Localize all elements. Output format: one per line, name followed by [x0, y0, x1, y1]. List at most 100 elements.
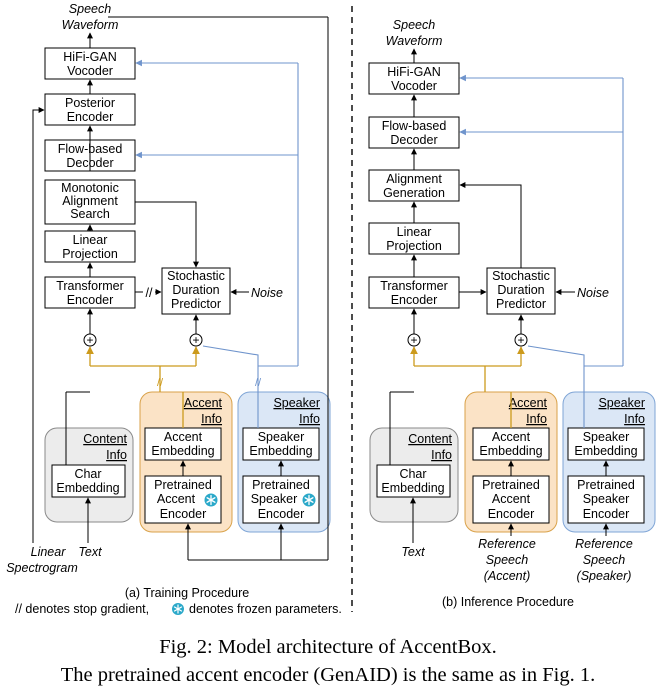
stop-gradient-mark: // [146, 286, 153, 300]
training-caption: (a) Training Procedure [125, 586, 249, 600]
linear-projection-text: Linear [397, 225, 432, 239]
transformer-encoder-block [368, 276, 460, 309]
training-note-suffix: denotes frozen parameters. [189, 602, 342, 616]
posterior-encoder-block [44, 93, 136, 126]
speaker-embedding-text-2: Embedding [249, 444, 312, 458]
char-embedding-text-2: Embedding [381, 481, 444, 495]
mas-text-3: Search [70, 207, 110, 221]
snowflake-icon [302, 493, 316, 507]
speaker-embedding-text: Speaker [583, 430, 630, 444]
transformer-encoder-text: Transformer [56, 279, 124, 293]
flow-decoder-text: Flow-based [382, 119, 447, 133]
sdp-text-3: Predictor [171, 297, 221, 311]
snowflake-icon [204, 493, 218, 507]
alignment-generation-block [368, 169, 460, 202]
speaker-embedding-text-2: Embedding [574, 444, 637, 458]
speaker-to-sdp-plus-line [527, 345, 585, 366]
accent-embedding-text: Accent [164, 430, 203, 444]
accent-embedding-block [144, 427, 222, 461]
char-embedding-block [376, 464, 451, 498]
sdp-text: Stochastic [492, 269, 550, 283]
speaker-info-label-2: Info [624, 412, 645, 426]
speaker-stop-gradient-mark: // [255, 377, 262, 389]
noise-label: Noise [577, 286, 609, 300]
sdp-block [161, 267, 231, 315]
hifigan-vocoder-text: HiFi-GAN [63, 50, 116, 64]
figure-caption-line-2: The pretrained accent encoder (GenAID) i… [61, 664, 596, 686]
pretrained-speaker-text-2: Speaker [583, 492, 630, 506]
speaker-to-sdp-plus-line [202, 345, 259, 366]
speaker-info-label-2: Info [299, 412, 320, 426]
pretrained-speaker-text-3: Encoder [258, 507, 305, 521]
speaker-embedding-block [567, 427, 645, 461]
accent-embedding-text-2: Embedding [479, 444, 542, 458]
hifigan-vocoder-block [368, 62, 460, 95]
posterior-encoder-text-2: Encoder [67, 110, 114, 124]
accent-stop-gradient-mark: // [157, 377, 164, 389]
figure-caption-line-1: Fig. 2: Model architecture of AccentBox. [159, 636, 497, 658]
hifigan-vocoder-text-2: Vocoder [391, 79, 437, 93]
pretrained-accent-text: Pretrained [154, 478, 212, 492]
content-info-label: Content [408, 432, 452, 446]
noise-label: Noise [251, 286, 283, 300]
linear-projection-text: Linear [73, 233, 108, 247]
pretrained-speaker-text: Pretrained [252, 478, 310, 492]
accent-embedding-block [472, 427, 550, 461]
mas-text-2: Alignment [62, 194, 118, 208]
training-output-label: Speech [69, 2, 111, 16]
accent-info-label-2: Info [526, 412, 547, 426]
speaker-embedding-text: Speaker [258, 430, 305, 444]
linear-projection-block [368, 222, 460, 255]
accent-embedding-text-2: Embedding [151, 444, 214, 458]
alignment-generation-text: Alignment [386, 172, 442, 186]
hifigan-vocoder-block [44, 47, 136, 80]
content-info-label: Content [83, 432, 127, 446]
pretrained-speaker-text-2: Speaker [251, 492, 298, 506]
content-info-label-2: Info [106, 448, 127, 462]
pretrained-accent-text-2: Accent [157, 492, 196, 506]
ref-speaker-label-3: (Speaker) [577, 569, 632, 583]
char-embedding-text-2: Embedding [56, 481, 119, 495]
pretrained-speaker-text: Pretrained [577, 478, 635, 492]
transformer-encoder-text-2: Encoder [67, 293, 114, 307]
posterior-encoder-text: Posterior [65, 96, 115, 110]
content-plus-sign: + [410, 333, 417, 347]
training-output-label-2: Waveform [62, 18, 119, 32]
pretrained-speaker-text-3: Encoder [583, 507, 630, 521]
speaker-info-label: Speaker [598, 396, 645, 410]
stop-gradient-bg [143, 285, 155, 299]
transformer-encoder-text: Transformer [380, 279, 448, 293]
accent-info-label: Accent [509, 396, 548, 410]
hifigan-vocoder-text-2: Vocoder [67, 64, 113, 78]
text-input-label: Text [78, 545, 102, 559]
ref-accent-label-3: (Accent) [484, 569, 531, 583]
ref-accent-label-2: Speech [486, 553, 528, 567]
sdp-plus-sign: + [517, 333, 524, 347]
text-input-label: Text [401, 545, 425, 559]
training-panel: Content Info Accent Info Speaker Info Sp… [6, 2, 342, 616]
spectrogram-label: Linear [31, 545, 67, 559]
spectrogram-to-posterior-arrow [32, 107, 45, 543]
ref-accent-label: Reference [478, 537, 536, 551]
pretrained-accent-text-3: Encoder [488, 507, 535, 521]
sdp-text-2: Duration [172, 283, 219, 297]
mas-to-sdp-arrow [135, 201, 199, 268]
sdp-text: Stochastic [167, 269, 225, 283]
pretrained-accent-text: Pretrained [482, 478, 540, 492]
linear-projection-text-2: Projection [62, 247, 118, 261]
ref-speaker-label-2: Speech [583, 553, 625, 567]
mas-text: Monotonic [61, 181, 119, 195]
char-embedding-text: Char [74, 467, 101, 481]
snowflake-icon [172, 603, 184, 615]
inference-output-label-2: Waveform [386, 34, 443, 48]
transformer-encoder-text-2: Encoder [391, 293, 438, 307]
accent-info-label: Accent [184, 396, 223, 410]
inference-output-label: Speech [393, 18, 435, 32]
sdp-to-align-arrow [459, 182, 522, 268]
pretrained-accent-text-3: Encoder [160, 507, 207, 521]
inference-panel: Content Info Accent Info Speaker Info Sp… [368, 18, 656, 609]
flow-decoder-text-2: Decoder [390, 133, 437, 147]
content-info-label-2: Info [431, 448, 452, 462]
accent-embedding-text: Accent [492, 430, 531, 444]
